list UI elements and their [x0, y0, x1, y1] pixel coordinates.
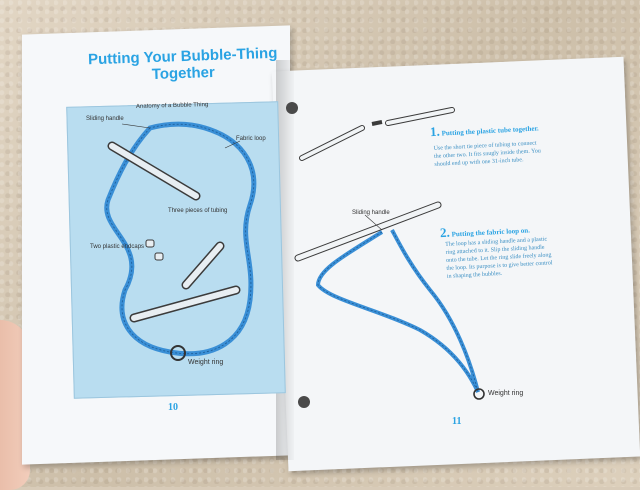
label-two-endcaps: Two plastic endcaps [90, 244, 145, 250]
page-number-right: 11 [452, 416, 462, 427]
step-2-number: 2. [439, 224, 451, 241]
step-2-text: The loop has a sliding handle and a plas… [445, 236, 553, 280]
weight-ring-left [170, 345, 186, 361]
label-sliding-handle: Sliding handle [86, 116, 124, 122]
binder-hole-bottom [298, 396, 310, 408]
step1-tubes [299, 107, 455, 161]
step2-assembly [294, 201, 485, 400]
label-three-pieces: Three pieces of tubing [168, 208, 228, 214]
label-weight-ring: Weight ring [188, 359, 224, 366]
endcap-2 [154, 252, 164, 261]
step-1-number: 1. [429, 123, 441, 140]
label-sliding-handle-right: Sliding handle [352, 210, 390, 216]
page-number-left: 10 [168, 402, 178, 413]
label-weight-ring-right: Weight ring [488, 390, 524, 397]
weight-ring-right [473, 388, 485, 400]
binder-hole-top [286, 102, 298, 114]
label-fabric-loop: Fabric loop [236, 136, 266, 142]
endcap-1 [145, 239, 155, 248]
tubing-pieces [107, 141, 241, 323]
